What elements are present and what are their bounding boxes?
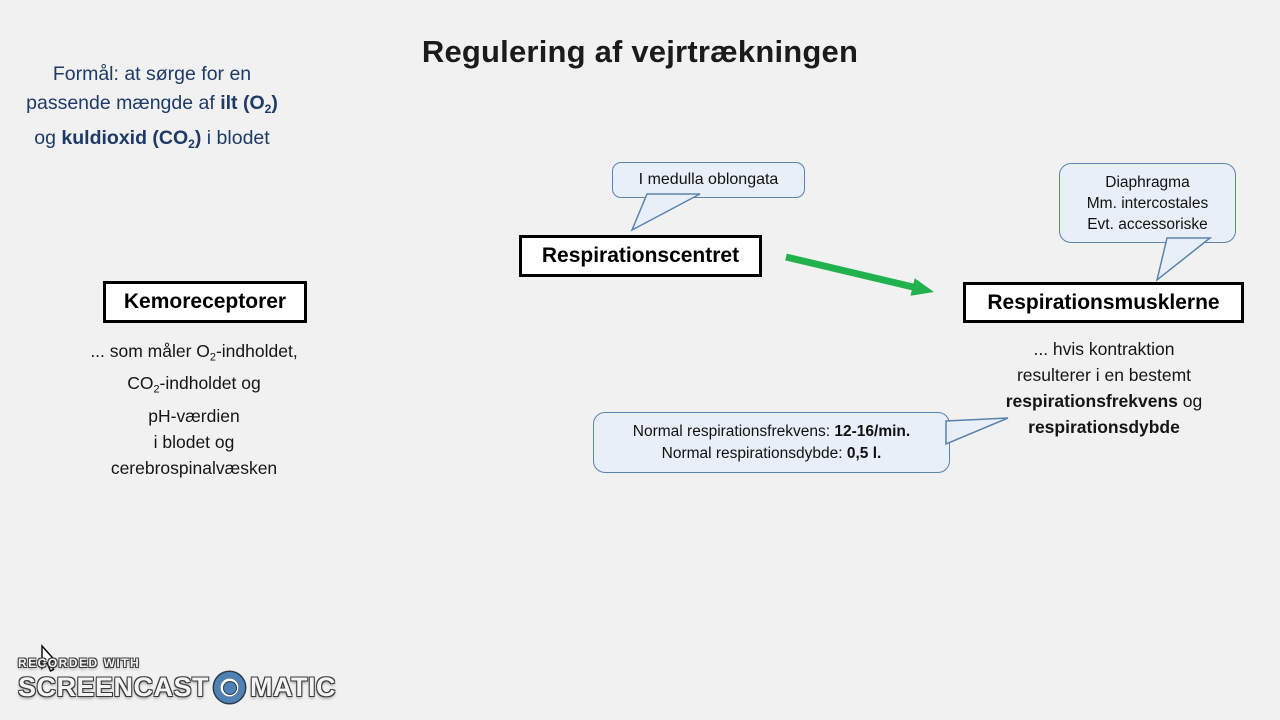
node-respiratory-muscles: Respirationsmusklerne xyxy=(963,282,1244,323)
callout-normal-values: Normal respirationsfrekvens: 12-16/min.N… xyxy=(593,412,950,473)
watermark-brand-row: SCREENCAST MATIC xyxy=(18,672,336,703)
chemoreceptors-description: ... som måler O2-indholdet,CO2-indholdet… xyxy=(90,341,298,478)
node-respiration-center: Respirationscentret xyxy=(519,235,762,277)
logo-center-dot-icon xyxy=(223,681,236,694)
callout-medulla: I medulla oblongata xyxy=(612,162,805,198)
watermark-matic-label: MATIC xyxy=(250,672,337,702)
green-arrow-icon xyxy=(785,253,914,291)
callout-muscle-names-tail-icon xyxy=(1155,237,1213,282)
screencast-o-matic-watermark: RECORDED WITH SCREENCAST MATIC xyxy=(18,656,336,703)
callout-medulla-tail-icon xyxy=(630,193,701,232)
green-arrow-head-icon xyxy=(910,278,934,296)
watermark-screencast-label: SCREENCAST xyxy=(18,672,210,702)
node-chemoreceptors: Kemoreceptorer xyxy=(103,281,307,323)
screencast-o-matic-logo-icon xyxy=(214,672,246,703)
watermark-recorded-with-label: RECORDED WITH xyxy=(18,656,141,670)
slide-title: Regulering af vejrtrækningen xyxy=(421,34,859,69)
